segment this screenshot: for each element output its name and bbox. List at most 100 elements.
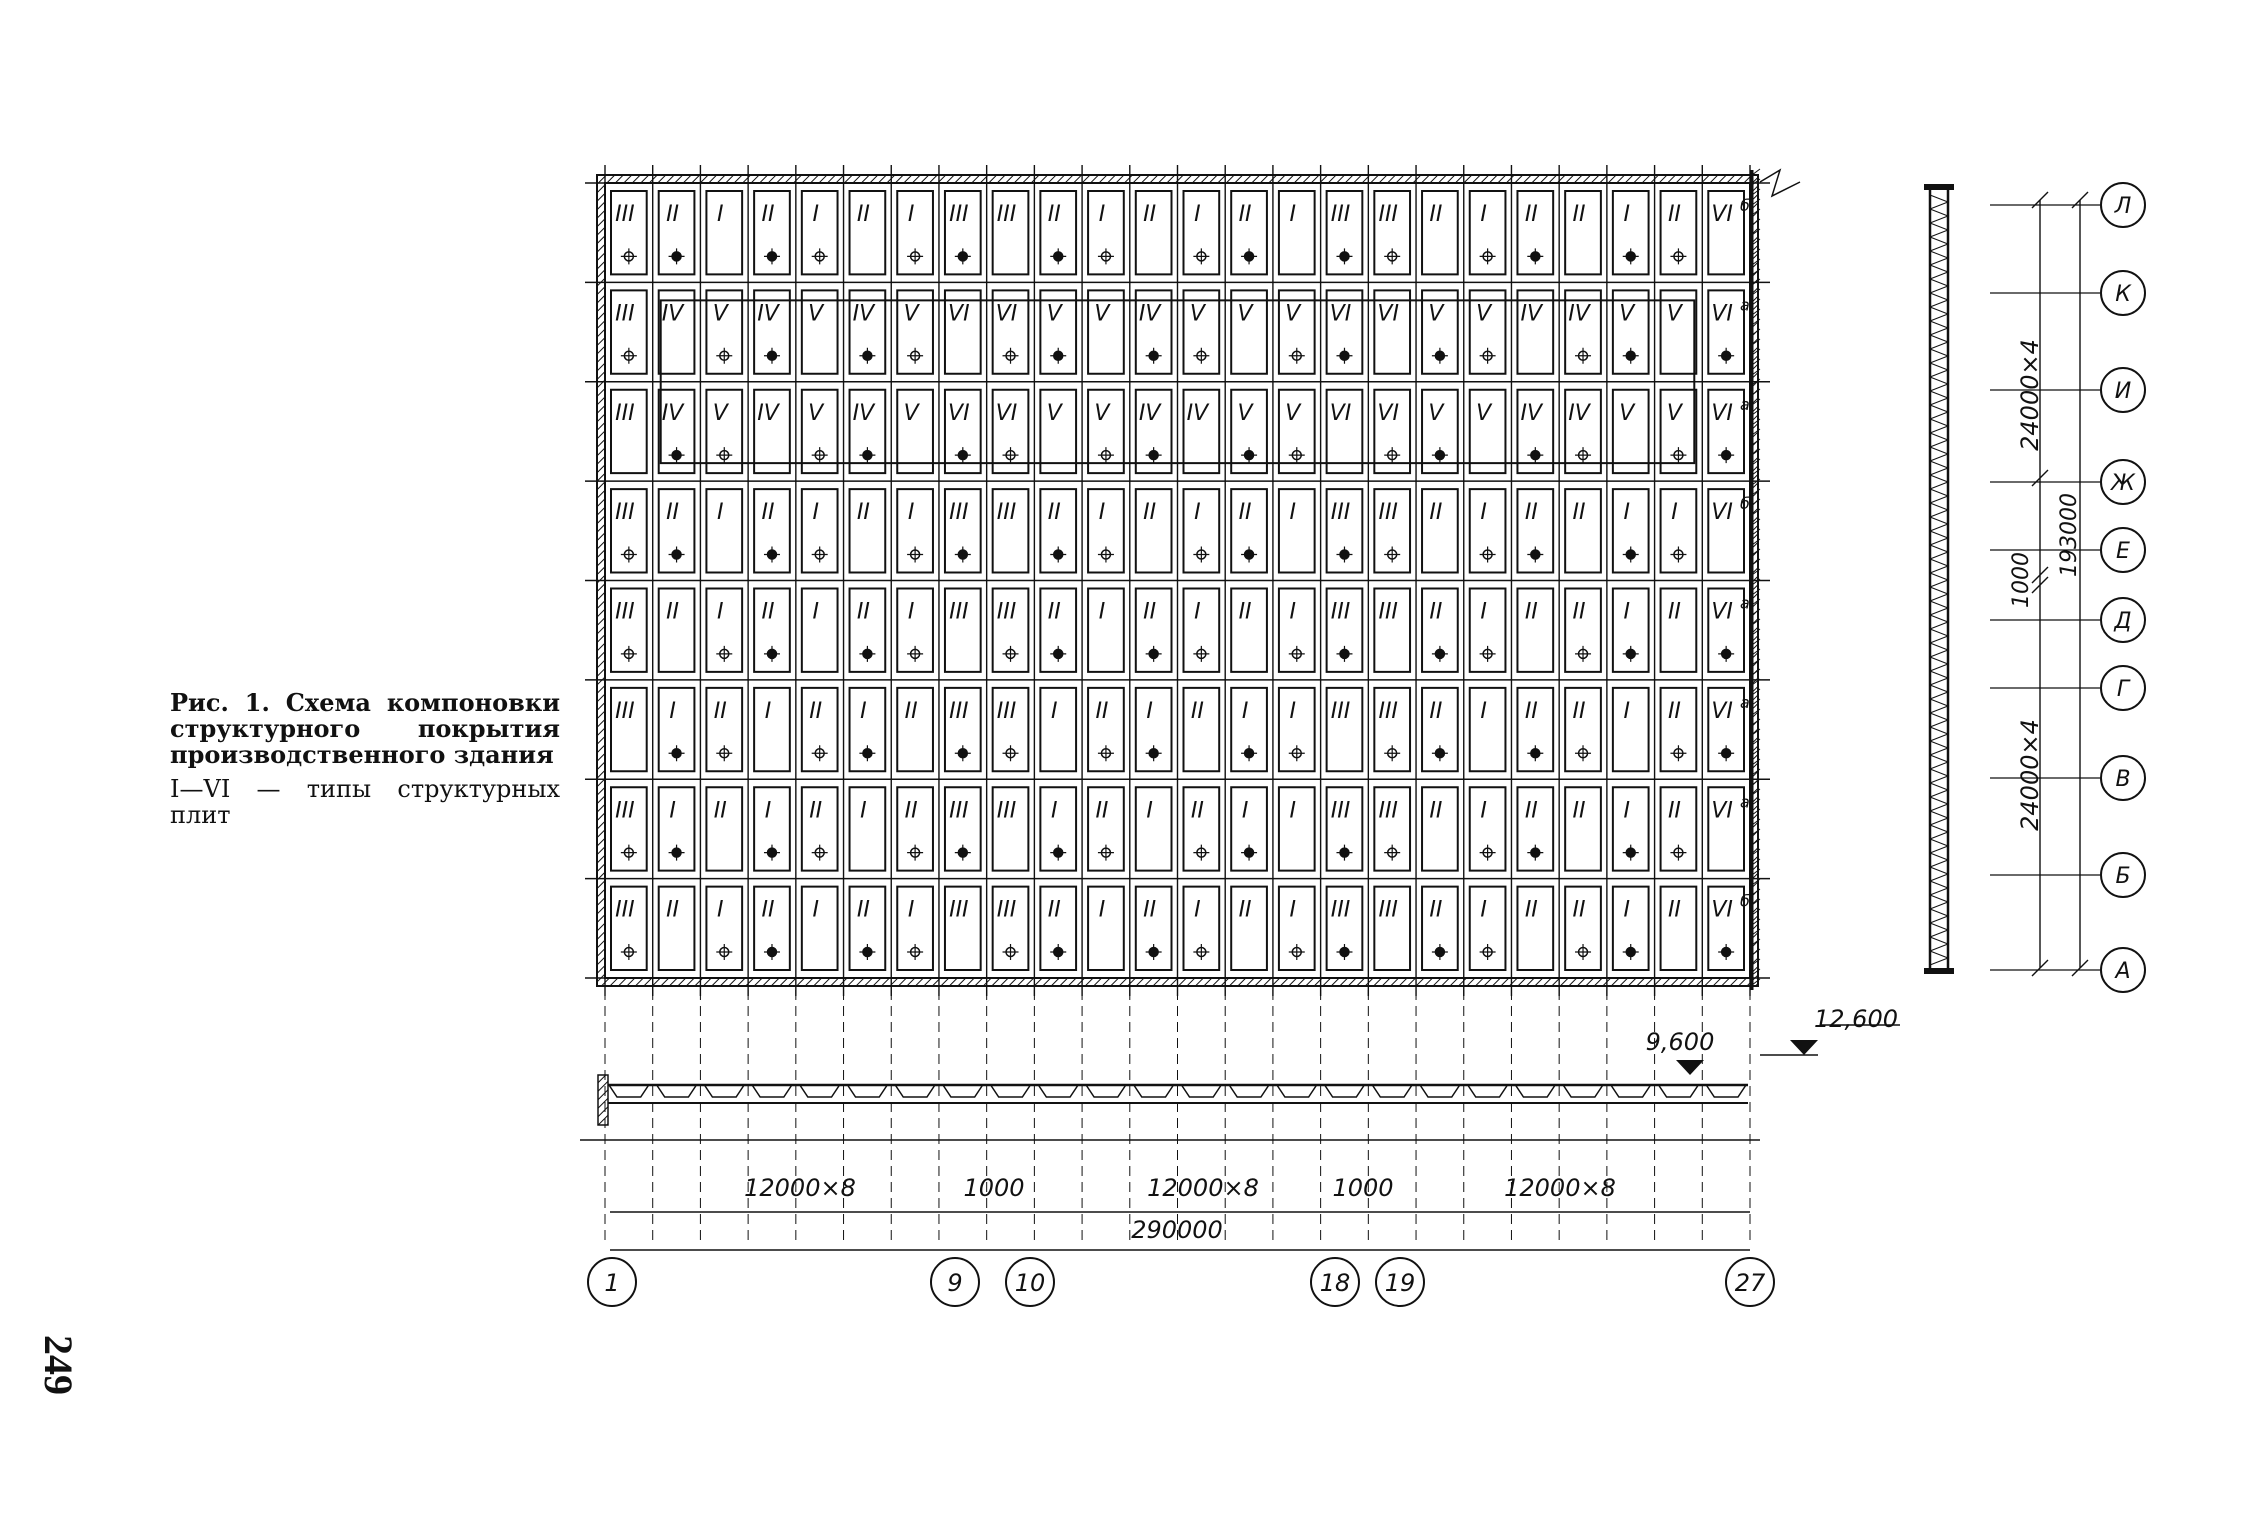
truss-web [1929, 796, 1950, 812]
panel: III [1373, 786, 1412, 872]
panel-type-label: VI [1377, 401, 1399, 426]
panel-outline [848, 786, 887, 872]
panel-outline [1087, 786, 1125, 872]
panel: I [896, 190, 934, 276]
panel-outline [1373, 190, 1412, 276]
wall-hatch [1751, 518, 1761, 526]
panel: III [943, 190, 982, 276]
panel: II [800, 786, 839, 872]
panel-type-label: VI [1711, 600, 1733, 625]
panel-outline [1421, 885, 1459, 971]
panel-type-label: VI [1711, 699, 1733, 724]
panel-type-label: I [908, 600, 915, 625]
truss-web [1929, 194, 1950, 210]
panel-outline [991, 786, 1030, 872]
panel-type-label: III [1378, 699, 1397, 724]
panel-type-label: IV [1521, 301, 1544, 326]
panel-outline [1134, 686, 1173, 773]
panel-outline [753, 488, 791, 574]
panel: I [1182, 885, 1221, 971]
wall-hatch [1751, 258, 1761, 266]
panel-type-label: II [1429, 500, 1442, 525]
panel: V [1039, 289, 1078, 375]
bottom-truss-module [1514, 1084, 1556, 1098]
panel: II [753, 488, 791, 574]
panel-outline [1564, 686, 1602, 773]
panel-outline [1707, 885, 1745, 971]
truss-web [1929, 586, 1950, 602]
panel-type-label: IV [662, 401, 685, 426]
panel-type-label: I [717, 898, 724, 923]
truss-web [1929, 376, 1950, 392]
panel: II [1516, 190, 1555, 276]
panel: IV [1516, 289, 1555, 375]
left-wall [597, 1074, 609, 1126]
panel-type-label: I [1290, 202, 1297, 227]
row-axis-bubble [2100, 597, 2146, 643]
panel-outline [1087, 289, 1125, 375]
panel-outline [1230, 686, 1268, 773]
panel-type-label: V [1476, 301, 1493, 326]
panel-outline [1421, 388, 1459, 475]
panel: I [800, 488, 839, 574]
panel: I [1611, 587, 1650, 673]
wall-hatch [1751, 808, 1761, 816]
panel-type-label: VI [948, 401, 970, 426]
panel-outline [1611, 190, 1650, 276]
panel: III [610, 587, 648, 673]
truss-web [1929, 208, 1950, 224]
wall-hatch [1751, 198, 1761, 206]
panel: V [1659, 289, 1698, 375]
panel-type-label: V [1619, 301, 1636, 326]
panel-outline [1325, 289, 1364, 375]
panel-outline [610, 388, 648, 475]
panel-type-label: I [1194, 600, 1201, 625]
panel-type-label: II [1573, 798, 1586, 823]
panel-type-label: III [615, 202, 634, 227]
panel: II [1039, 190, 1078, 276]
panel: II [1516, 488, 1555, 574]
panel-outline [1039, 686, 1078, 773]
wall-hatch [1751, 208, 1761, 216]
panel-type-label: III [949, 898, 968, 923]
dim-tick [2031, 959, 2049, 977]
panel: II [657, 885, 696, 971]
bottom-truss-module [1467, 1084, 1509, 1098]
column-axis-bubble [930, 1257, 980, 1307]
elevation-marks: 9,600 12,600 [1646, 1005, 1898, 1056]
panel-type-label: III [949, 699, 968, 724]
row-axis-bubble [2100, 527, 2146, 573]
panel-type-label: I [908, 202, 915, 227]
panel-outline [753, 289, 791, 375]
panel-outline [1564, 488, 1602, 574]
panel: II [1039, 587, 1078, 673]
panel-outline [1659, 786, 1698, 872]
bottom-truss-module [1324, 1084, 1365, 1098]
dim-tick [2071, 191, 2089, 209]
panel: II [1087, 786, 1125, 872]
panel-outline [943, 190, 982, 276]
elevation-triangle [1790, 1040, 1818, 1055]
panel-type-label: VI [1711, 500, 1733, 525]
truss-web [1929, 292, 1950, 308]
panel-type-label: I [1480, 500, 1487, 525]
panel: VI [1373, 289, 1412, 375]
panel-outline [1230, 885, 1268, 971]
panel: II [657, 488, 696, 574]
panel: V [1087, 388, 1125, 475]
panel-type-label: II [1525, 798, 1538, 823]
row-axis-bubble [2100, 367, 2146, 413]
row-axis-label: А [2113, 959, 2130, 984]
panel: I [848, 786, 887, 872]
panel: I [1087, 587, 1125, 673]
panel-type-label: IV [853, 301, 876, 326]
truss-web [1929, 530, 1950, 546]
panel: V [705, 289, 744, 375]
wall-hatch [1751, 818, 1761, 826]
wall-hatch [1751, 558, 1761, 566]
row-axis-label: Е [2116, 539, 2130, 564]
panel-type-label: I [1099, 898, 1106, 923]
panel-outline [1659, 587, 1698, 673]
panel-outline [943, 488, 982, 574]
